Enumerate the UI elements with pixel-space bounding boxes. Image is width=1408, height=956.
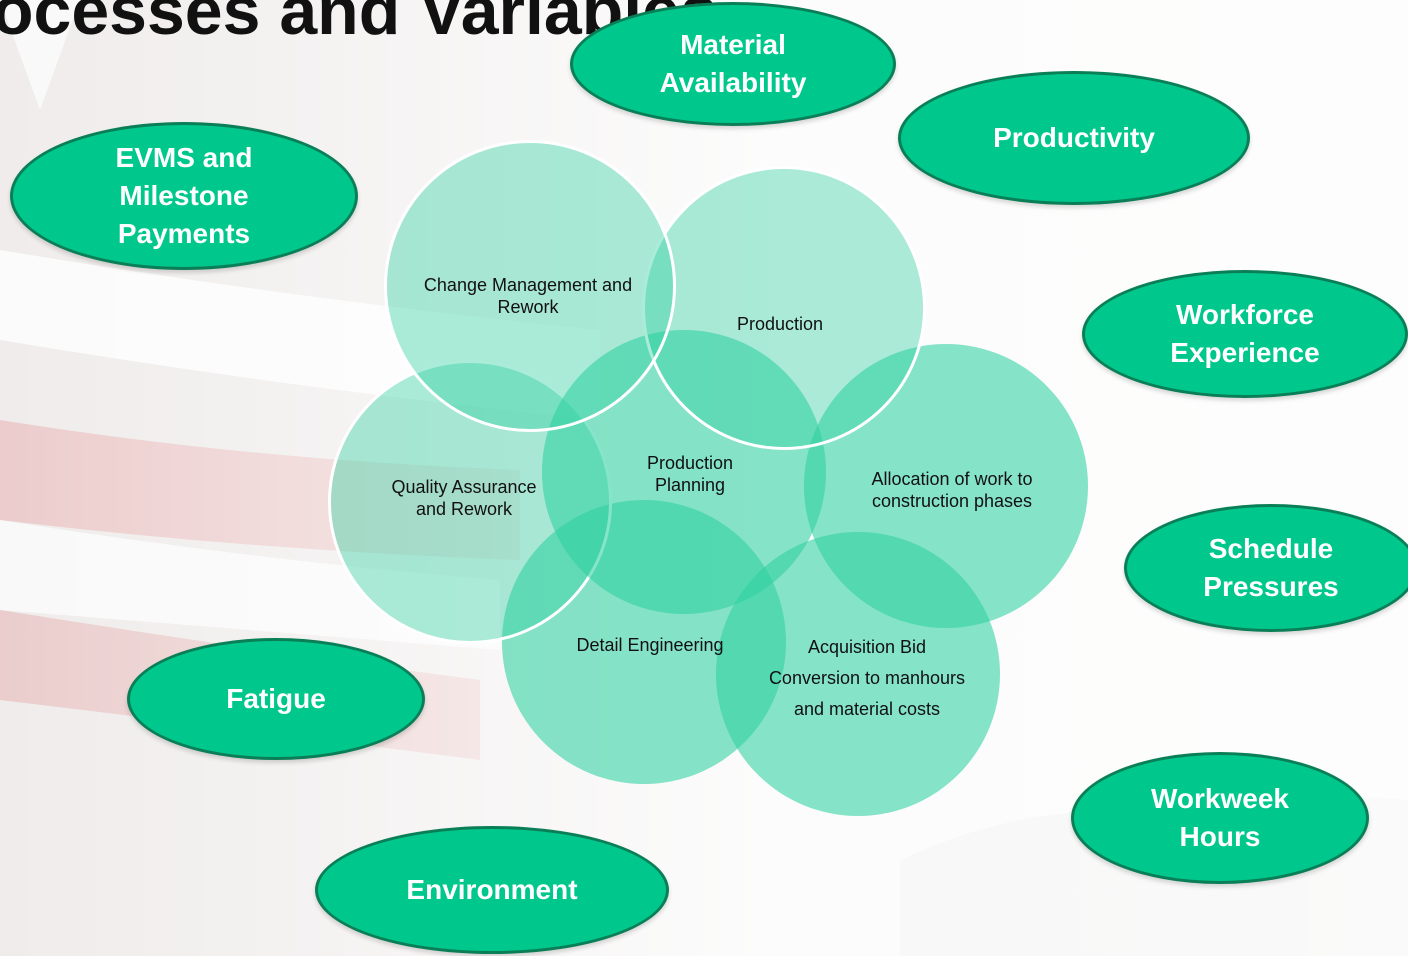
variable-fatigue: Fatigue [127,638,425,760]
variable-label: Schedule Pressures [1203,533,1339,602]
variable-productivity: Productivity [898,71,1250,205]
variable-label: Material Availability [659,29,807,98]
variable-label: Productivity [993,122,1155,153]
variable-workforce-experience: Workforce Experience [1082,270,1408,398]
process-circle-change-management [384,140,676,432]
variable-label: Fatigue [226,683,326,714]
process-label-acquisition-bid: Acquisition Bid Conversion to manhours a… [768,637,966,719]
variable-label: Workforce Experience [1170,299,1320,368]
variable-workweek-hours: Workweek Hours [1071,752,1369,884]
process-label-quality-assurance: Quality Assurance and Rework [391,477,537,519]
variable-label: Environment [406,874,578,905]
variable-environment: Environment [315,826,669,954]
variable-label: EVMS and Milestone Payments [115,142,253,249]
process-label-production-planning: Production Planning [646,453,734,495]
variable-material-availability: Material Availability [570,2,896,126]
process-circle-production [642,166,926,450]
variable-evms-milestone-payments: EVMS and Milestone Payments [10,122,358,270]
variable-label: Workweek Hours [1151,783,1289,852]
process-label-change-management: Change Management and Rework [423,275,633,317]
variable-schedule-pressures: Schedule Pressures [1124,504,1408,632]
process-label-detail-engineering: Detail Engineering [576,635,724,655]
process-label-allocation-of-work: Allocation of work to construction phase… [871,469,1033,511]
process-label-production: Production [736,314,824,334]
